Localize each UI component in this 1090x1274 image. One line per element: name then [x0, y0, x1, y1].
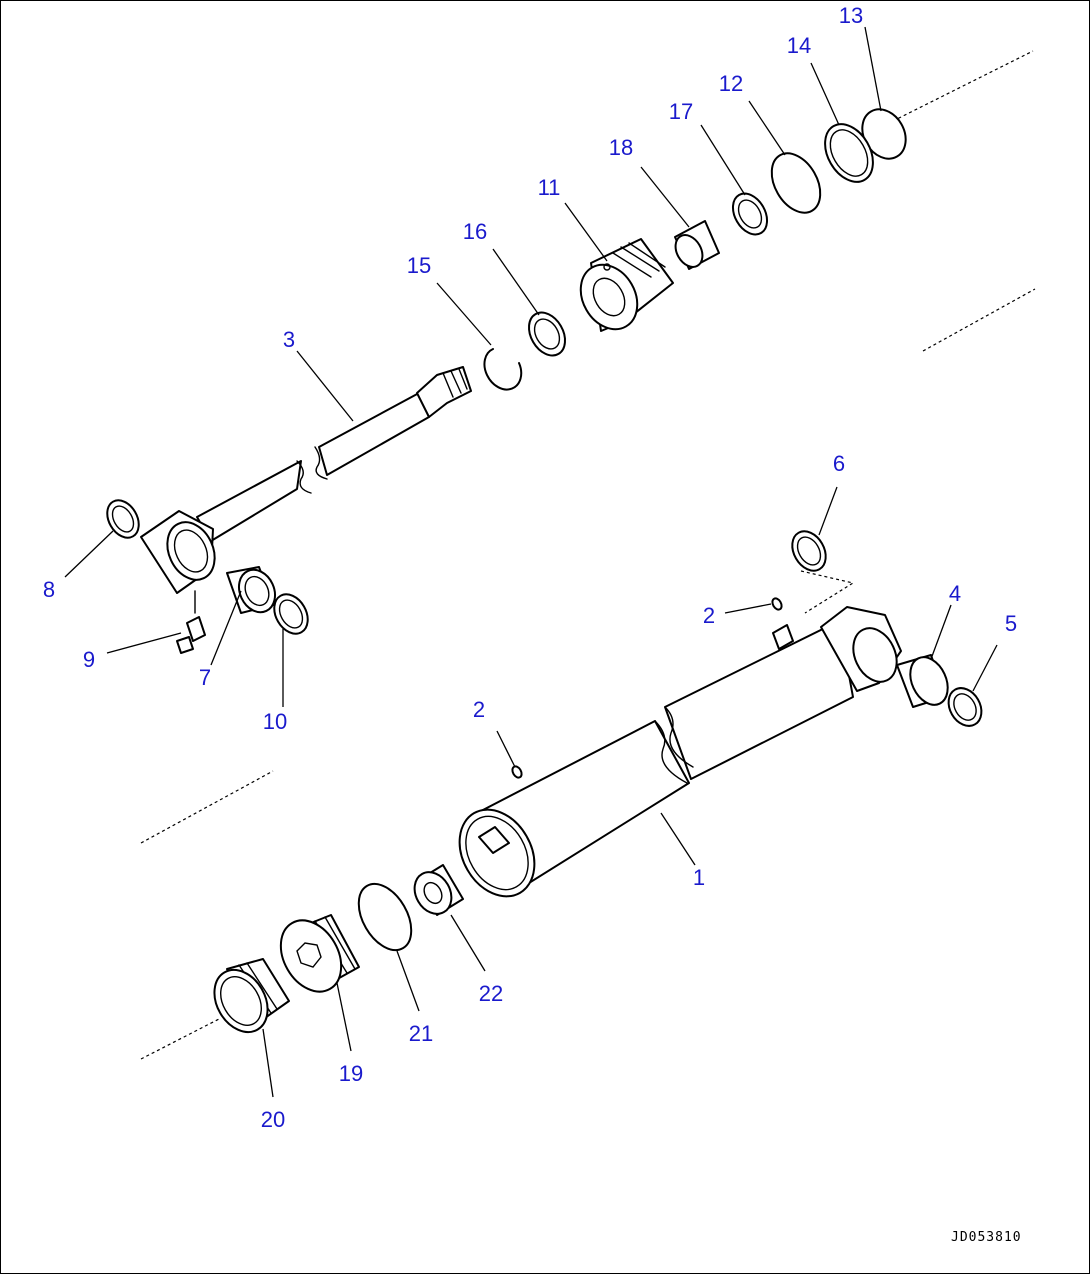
callout-6: 6 [833, 451, 845, 476]
part-5-seal [947, 687, 983, 727]
part-19-piston [279, 914, 360, 993]
leader-lines [64, 26, 998, 1098]
callout-10: 10 [263, 709, 287, 734]
part-22-nut [413, 864, 464, 916]
callout-11: 11 [538, 175, 561, 200]
callout-18: 18 [609, 135, 633, 160]
part-2-plug-upper [771, 597, 783, 611]
part-17-seal [731, 192, 769, 236]
callout-5: 5 [1005, 611, 1017, 636]
part-11-cylinder-head [579, 238, 674, 332]
part-20-piston-ring [213, 958, 290, 1033]
part-8-dust-seal [106, 499, 140, 539]
part-12-ring [770, 152, 822, 214]
part-6-seal [791, 530, 827, 572]
callout-4: 4 [949, 581, 961, 606]
part-16-rod-seal [527, 311, 567, 357]
part-14-backup-ring [824, 123, 874, 183]
callout-7: 7 [199, 665, 211, 690]
drawing-code: JD053810 [951, 1230, 1022, 1245]
callout-16: 16 [463, 219, 487, 244]
part-9-grease-fitting [176, 590, 206, 654]
part-15-snap-ring [483, 348, 523, 391]
callout-1: 1 [693, 865, 705, 890]
axis-lines [140, 50, 1036, 1060]
callout-22: 22 [479, 981, 503, 1006]
callouts: 13 14 12 17 18 11 16 15 3 6 4 2 5 8 9 7 … [43, 3, 1017, 1132]
callout-3: 3 [283, 327, 295, 352]
part-1-cylinder-tube [458, 606, 902, 898]
callout-14: 14 [787, 33, 811, 58]
part-7-bushing [226, 566, 276, 614]
callout-9: 9 [83, 647, 95, 672]
callout-8: 8 [43, 577, 55, 602]
callout-13: 13 [839, 3, 863, 28]
callout-12: 12 [719, 71, 743, 96]
part-18-bushing [674, 220, 720, 270]
callout-2a: 2 [703, 603, 715, 628]
callout-15: 15 [407, 253, 431, 278]
part-10-dust-seal [273, 593, 309, 635]
callout-19: 19 [339, 1061, 363, 1086]
part-4-bushing [896, 654, 949, 708]
part-21-ring [357, 882, 413, 952]
part-3-piston-rod [140, 366, 472, 594]
callout-2b: 2 [473, 697, 485, 722]
part-2-plug-lower [511, 765, 523, 779]
callout-17: 17 [669, 99, 693, 124]
callout-20: 20 [261, 1107, 285, 1132]
callout-21: 21 [409, 1021, 433, 1046]
